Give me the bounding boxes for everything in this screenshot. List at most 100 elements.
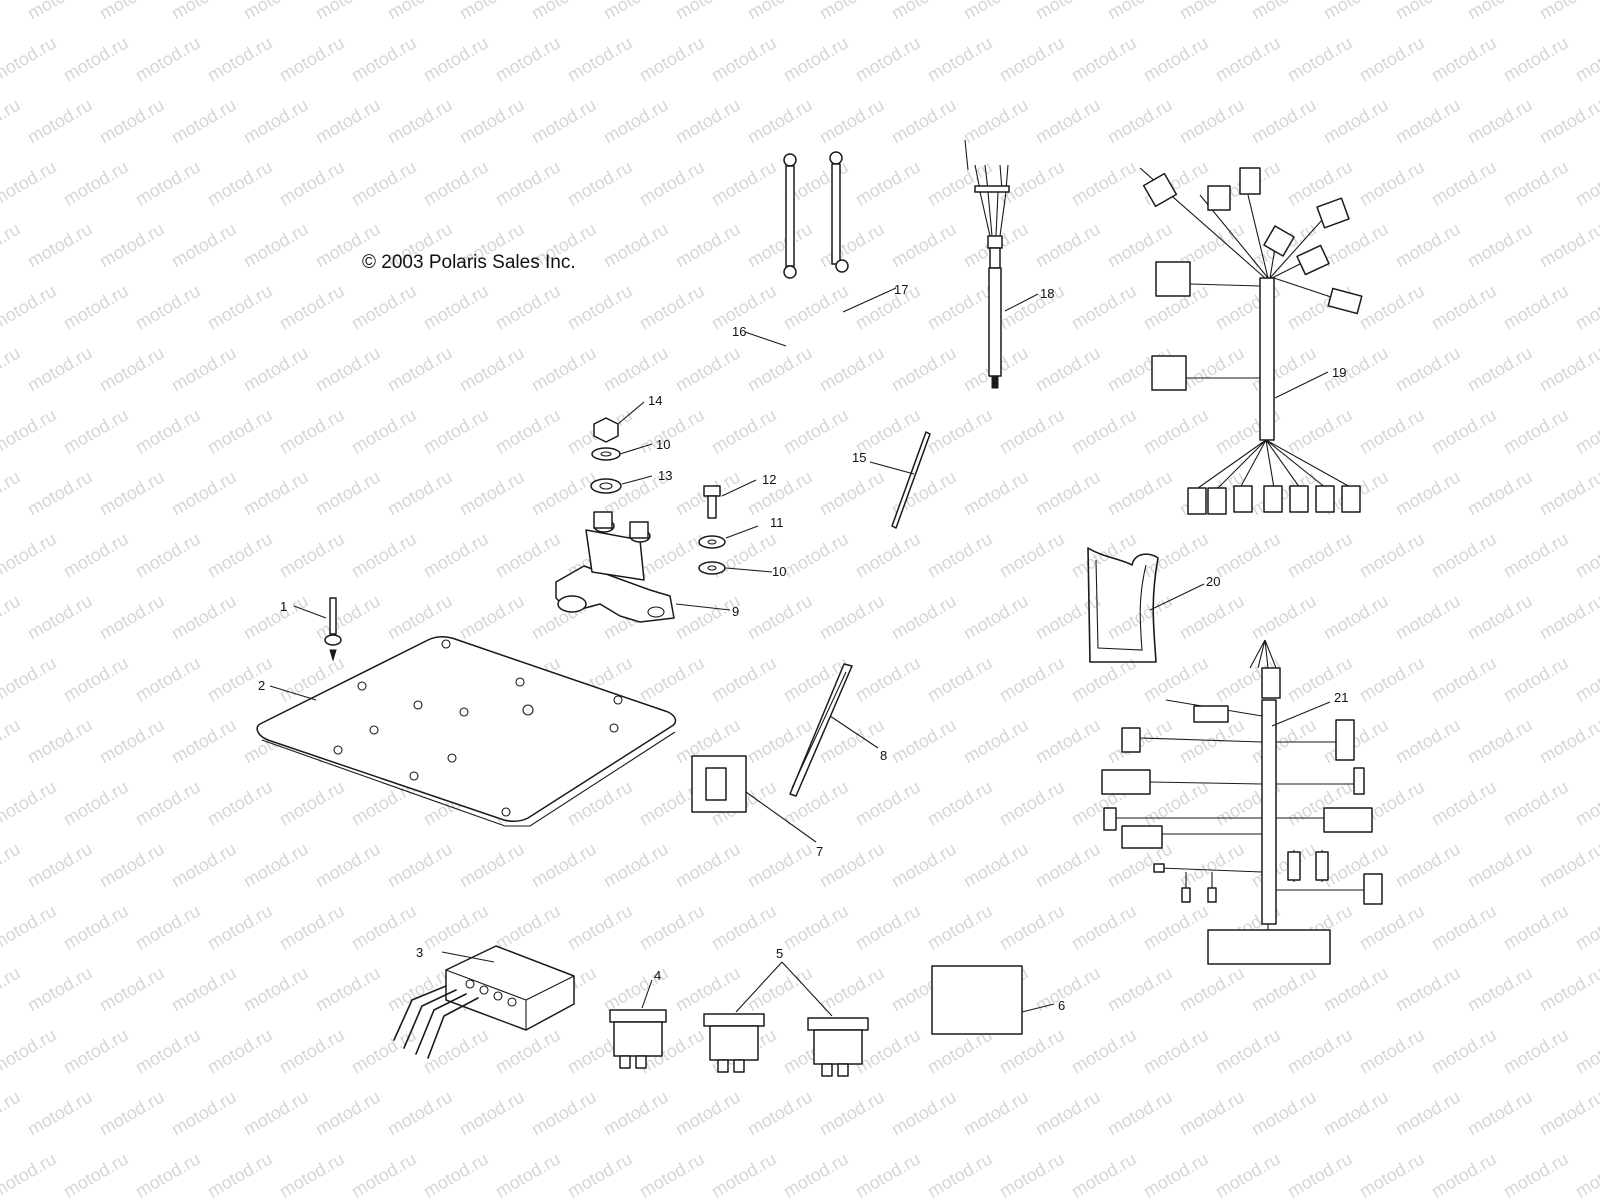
watermark-text: motod.ru <box>1572 405 1600 458</box>
watermark-text: motod.ru <box>816 839 888 892</box>
watermark-text: motod.ru <box>1068 901 1140 954</box>
watermark-text: motod.ru <box>1140 1025 1212 1078</box>
watermark-text: motod.ru <box>888 95 960 148</box>
watermark-text: motod.ru <box>1428 1149 1500 1200</box>
watermark-text: motod.ru <box>1104 0 1176 23</box>
watermark-text: motod.ru <box>96 963 168 1016</box>
watermark-text: motod.ru <box>348 1025 420 1078</box>
watermark-text: motod.ru <box>672 839 744 892</box>
watermark-text: motod.ru <box>312 839 384 892</box>
watermark-text: motod.ru <box>1320 95 1392 148</box>
watermark-text: motod.ru <box>492 529 564 582</box>
watermark-text: motod.ru <box>960 95 1032 148</box>
watermark-text: motod.ru <box>420 405 492 458</box>
watermark-text: motod.ru <box>24 839 96 892</box>
watermark-text: motod.ru <box>888 839 960 892</box>
callout-14: 14 <box>648 393 662 408</box>
watermark-text: motod.ru <box>852 157 924 210</box>
watermark-text: motod.ru <box>132 529 204 582</box>
watermark-text: motod.ru <box>1392 1087 1464 1140</box>
watermark-text: motod.ru <box>384 1087 456 1140</box>
callout-10-top: 10 <box>656 437 670 452</box>
watermark-text: motod.ru <box>420 901 492 954</box>
watermark-text: motod.ru <box>1464 715 1536 768</box>
watermark-text: motod.ru <box>1392 219 1464 272</box>
watermark-text: motod.ru <box>24 467 96 520</box>
part-21-harness <box>1101 639 1383 965</box>
watermark-text: motod.ru <box>1320 715 1392 768</box>
callout-20: 20 <box>1206 574 1220 589</box>
watermark-text: motod.ru <box>204 1025 276 1078</box>
part-10-washer-top <box>591 443 653 461</box>
watermark-text: motod.ru <box>744 839 816 892</box>
watermark-text: motod.ru <box>816 1087 888 1140</box>
watermark-text: motod.ru <box>1392 95 1464 148</box>
watermark-text: motod.ru <box>24 95 96 148</box>
watermark-text: motod.ru <box>528 839 600 892</box>
watermark-text: motod.ru <box>744 219 816 272</box>
watermark-text: motod.ru <box>1536 963 1600 1016</box>
watermark-text: motod.ru <box>888 1087 960 1140</box>
callout-7: 7 <box>816 844 823 859</box>
watermark-text: motod.ru <box>312 343 384 396</box>
watermark-text: motod.ru <box>996 33 1068 86</box>
watermark-text: motod.ru <box>132 405 204 458</box>
watermark-text: motod.ru <box>564 33 636 86</box>
watermark-text: motod.ru <box>1284 1149 1356 1200</box>
watermark-text: motod.ru <box>60 777 132 830</box>
watermark-text: motod.ru <box>420 157 492 210</box>
watermark-text: motod.ru <box>276 33 348 86</box>
watermark-text: motod.ru <box>0 405 60 458</box>
watermark-text: motod.ru <box>60 33 132 86</box>
watermark-text: motod.ru <box>60 281 132 334</box>
watermark-text: motod.ru <box>492 33 564 86</box>
watermark-text: motod.ru <box>528 467 600 520</box>
watermark-text: motod.ru <box>168 0 240 23</box>
watermark-text: motod.ru <box>636 653 708 706</box>
watermark-text: motod.ru <box>852 653 924 706</box>
watermark-text: motod.ru <box>96 839 168 892</box>
watermark-text: motod.ru <box>780 777 852 830</box>
watermark-text: motod.ru <box>816 591 888 644</box>
watermark-text: motod.ru <box>780 281 852 334</box>
watermark-text: motod.ru <box>348 33 420 86</box>
watermark-text: motod.ru <box>24 591 96 644</box>
watermark-text: motod.ru <box>1248 963 1320 1016</box>
watermark-text: motod.ru <box>1032 715 1104 768</box>
watermark-text: motod.ru <box>996 405 1068 458</box>
watermark-text: motod.ru <box>96 467 168 520</box>
watermark-text: motod.ru <box>1500 281 1572 334</box>
callout-labels: 1 2 3 4 5 6 7 8 9 10 10 11 12 13 14 15 1… <box>258 282 1348 1013</box>
watermark-text: motod.ru <box>384 0 456 23</box>
watermark-text: motod.ru <box>672 343 744 396</box>
watermark-text: motod.ru <box>600 219 672 272</box>
watermark-text: motod.ru <box>1500 1149 1572 1200</box>
watermark-text: motod.ru <box>276 1149 348 1200</box>
watermark-text: motod.ru <box>420 281 492 334</box>
watermark-text: motod.ru <box>24 219 96 272</box>
watermark-text: motod.ru <box>168 715 240 768</box>
watermark-text: motod.ru <box>1536 467 1600 520</box>
watermark-text: motod.ru <box>1104 467 1176 520</box>
watermark-text: motod.ru <box>1464 0 1536 23</box>
part-1-rivet <box>293 597 342 662</box>
watermark-text: motod.ru <box>1176 95 1248 148</box>
watermark-text: motod.ru <box>1428 901 1500 954</box>
watermark-text: motod.ru <box>1356 157 1428 210</box>
watermark-text: motod.ru <box>744 1087 816 1140</box>
watermark-text: motod.ru <box>1212 33 1284 86</box>
watermark-text: motod.ru <box>492 157 564 210</box>
watermark-text: motod.ru <box>0 777 60 830</box>
watermark-text: motod.ru <box>384 95 456 148</box>
watermark-text: motod.ru <box>168 963 240 1016</box>
watermark-text: motod.ru <box>1356 33 1428 86</box>
watermark-text: motod.ru <box>924 1149 996 1200</box>
watermark-text: motod.ru <box>1464 95 1536 148</box>
watermark-text: motod.ru <box>0 157 60 210</box>
watermark-text: motod.ru <box>348 405 420 458</box>
watermark-text: motod.ru <box>1320 0 1392 23</box>
watermark-text: motod.ru <box>1248 343 1320 396</box>
watermark-text: motod.ru <box>1248 839 1320 892</box>
watermark-text: motod.ru <box>348 1149 420 1200</box>
watermark-text: motod.ru <box>672 1087 744 1140</box>
